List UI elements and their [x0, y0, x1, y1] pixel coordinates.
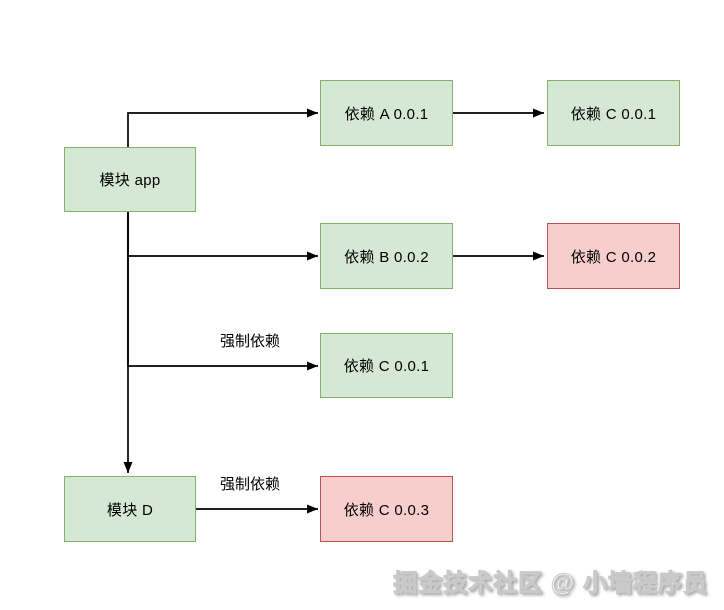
node-dep-b-0-0-2: 依赖 B 0.0.2 — [320, 223, 453, 289]
watermark-text: 掘金技术社区 @ 小墙程序员 — [393, 570, 708, 598]
node-label: 依赖 B 0.0.2 — [344, 248, 429, 266]
node-module-app: 模块 app — [64, 147, 196, 212]
node-label: 模块 D — [106, 501, 154, 519]
edge-label-forced-dependency-1: 强制依赖 — [216, 330, 284, 351]
edge-label-forced-dependency-2: 强制依赖 — [216, 473, 284, 494]
node-label: 依赖 C 0.0.3 — [343, 501, 430, 519]
node-label: 依赖 C 0.0.2 — [570, 248, 657, 266]
node-label: 模块 app — [99, 172, 161, 189]
node-dep-c-0-0-1-top: 依赖 C 0.0.1 — [547, 80, 680, 146]
connector-app-to-dep-b — [127, 212, 318, 261]
node-dep-c-0-0-2: 依赖 C 0.0.2 — [547, 223, 680, 289]
node-dep-c-0-0-1-mid: 依赖 C 0.0.1 — [320, 333, 453, 398]
node-label: 依赖 C 0.0.1 — [343, 358, 430, 375]
node-label: 依赖 A 0.0.1 — [344, 105, 429, 123]
connector-app-to-dep-a — [127, 108, 318, 147]
node-label: 依赖 C 0.0.1 — [570, 105, 657, 123]
node-dep-a-0-0-1: 依赖 A 0.0.1 — [320, 80, 453, 146]
node-module-d: 模块 D — [64, 476, 196, 542]
node-dep-c-0-0-3: 依赖 C 0.0.3 — [320, 476, 453, 542]
